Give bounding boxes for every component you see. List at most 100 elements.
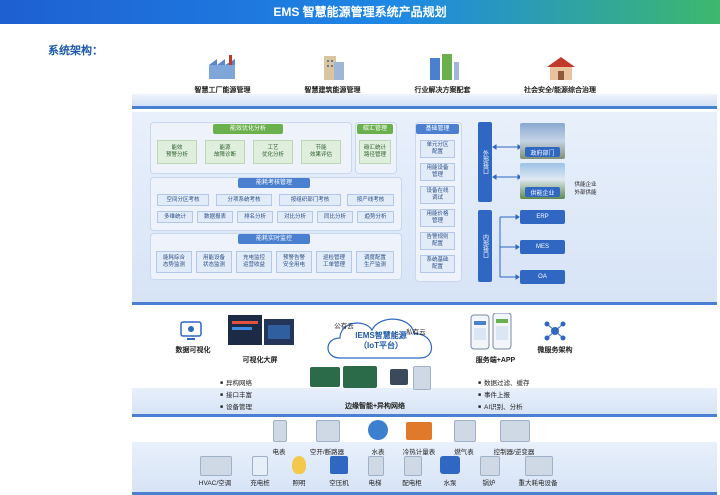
pump-device: [440, 456, 460, 474]
compressor-device: [330, 456, 348, 474]
assessment-r2-2: 数据报表: [197, 211, 233, 223]
water-meter-device: [368, 420, 388, 440]
section-label: 系统架构：: [48, 45, 103, 57]
gateway-device-2: [343, 366, 377, 388]
supply-label: 供能企业: [525, 187, 560, 197]
gov-label: 政府部门: [525, 147, 560, 157]
factory-icon: [207, 55, 237, 81]
gas-meter-device: [454, 420, 476, 442]
edge-left-bullet-3: 设备管理: [220, 401, 252, 411]
cloud-public-label: 公有云: [334, 323, 354, 330]
dataviz-icon: [180, 320, 204, 342]
basic-item-1: 单元分区 配置: [420, 140, 455, 158]
monitor-item-3: 充电监控 运营收益: [236, 251, 272, 273]
heavy-device: [525, 456, 553, 476]
breaker-device: [316, 420, 340, 442]
assessment-r2-6: 趋势分析: [357, 211, 394, 223]
lighting-device: [292, 456, 306, 474]
hvac-device: [200, 456, 232, 476]
charger-device: [252, 456, 268, 476]
basic-item-4: 用能价格 管理: [420, 209, 455, 227]
analysis-header: 能效优化分析: [213, 124, 283, 134]
edge-right-bullet-2: 事件上报: [478, 389, 510, 399]
edge-right-bullet-3: AI识别、分析: [478, 401, 523, 411]
basic-item-3: 设备在线 调试: [420, 186, 455, 204]
basic-item-6: 系统基础 配置: [420, 255, 455, 273]
analysis-item-1: 能效 预警分析: [157, 140, 197, 164]
cloud-shape: [320, 312, 440, 364]
gateway-device-1: [310, 367, 340, 387]
device-label-elevator: 电梯: [368, 480, 382, 487]
device-label-charger: 充电桩: [250, 480, 270, 487]
edge-left-bullet-1: 异构网络: [220, 377, 252, 387]
microservice-icon: [543, 320, 567, 342]
erp-box: ERP: [520, 210, 565, 224]
monitor-item-6: 调度配置 生产监测: [356, 251, 394, 273]
iot-platform-label: IEMS智慧能源 （IoT平台）: [355, 331, 407, 350]
analysis-item-2: 能源 故障诊断: [205, 140, 245, 164]
cabinet-device: [404, 456, 422, 476]
analysis-item-4: 节能 效果评估: [301, 140, 341, 164]
elevator-device: [368, 456, 384, 476]
gateway-device-3: [390, 369, 408, 385]
device-label-breaker: 空开/断路器: [309, 449, 345, 456]
edge-caption: 边缘智能+异构网络: [344, 403, 406, 410]
boiler-device: [480, 456, 500, 476]
device-label-heavy: 重大耗电设备: [518, 480, 558, 487]
assessment-r1-1: 空间分区考核: [157, 194, 209, 206]
building-icon: [318, 52, 348, 82]
analysis-item-3: 工艺 优化分析: [253, 140, 293, 164]
basic-header: 基础管理: [416, 124, 459, 134]
internal-interface-bar: 内部接口: [478, 210, 492, 282]
device-label-pump: 水泵: [443, 480, 457, 487]
oa-box: OA: [520, 270, 565, 284]
mes-box: MES: [520, 240, 565, 254]
device-label-lighting: 照明: [292, 480, 306, 487]
top-app-label-3: 行业解决方案配套: [414, 87, 471, 94]
assessment-header: 能耗考核管理: [238, 178, 310, 188]
device-label-water: 水表: [371, 449, 385, 456]
device-label-boiler: 锅炉: [482, 480, 496, 487]
microservice-label: 微服务架构: [537, 347, 573, 354]
device-label-heat: 冷热计量表: [402, 449, 436, 456]
assessment-r2-4: 对比分析: [277, 211, 313, 223]
device-label-cabinet: 配电柜: [402, 480, 422, 487]
device-label-gas: 燃气表: [454, 449, 474, 456]
dataviz-label: 数据可视化: [175, 347, 211, 354]
basic-item-5: 告警规则 配置: [420, 232, 455, 250]
top-app-label-1: 智慧工厂能源管理: [194, 87, 251, 94]
assessment-r2-1: 多维统计: [157, 211, 193, 223]
external-interface-bar: 外部接口: [478, 122, 492, 202]
edge-right-bullet-1: 数据过滤、缓存: [478, 377, 530, 387]
monitor-item-5: 巡检管理 工单管理: [316, 251, 352, 273]
bigscreen-image: [228, 315, 294, 353]
carbon-item: 碳汇统计 路径管理: [359, 140, 391, 164]
monitor-header: 能耗实时监控: [238, 234, 310, 244]
monitor-item-2: 用能设备 状态监测: [196, 251, 232, 273]
assessment-r2-3: 排名分析: [237, 211, 273, 223]
house-icon: [545, 55, 577, 81]
device-label-compressor: 空压机: [329, 480, 349, 487]
top-app-slab: [132, 94, 717, 109]
bigscreen-label: 可视化大屏: [242, 357, 278, 364]
heat-meter-device: [406, 422, 432, 440]
assessment-r2-5: 同比分析: [317, 211, 353, 223]
meter-device: [273, 420, 287, 442]
app-label: 服务端+APP: [475, 357, 516, 364]
gateway-device-4: [413, 366, 431, 390]
top-app-label-4: 社会安全/能源综合治理: [524, 87, 596, 94]
supply-note: 供能企业 外部供能: [574, 182, 597, 196]
assessment-r1-2: 分项系统考核: [216, 194, 272, 206]
edge-left-bullet-2: 接口丰富: [220, 389, 252, 399]
monitor-item-1: 能耗综合 态势监测: [156, 251, 192, 273]
cloud-private-label: 私有云: [406, 329, 426, 336]
app-phones: [463, 312, 519, 353]
device-label-hvac: HVAC/空调: [198, 480, 232, 487]
top-app-label-2: 智慧建筑能源管理: [304, 87, 361, 94]
page-title: EMS 智慧能源管理系统产品规划: [0, 0, 720, 24]
arrows: [492, 120, 522, 290]
assessment-r1-4: 按产线考核: [347, 194, 394, 206]
basic-item-2: 用能设备 管理: [420, 163, 455, 181]
controller-device: [500, 420, 530, 442]
device-label-controller: 控制器/逆变器: [493, 449, 535, 456]
